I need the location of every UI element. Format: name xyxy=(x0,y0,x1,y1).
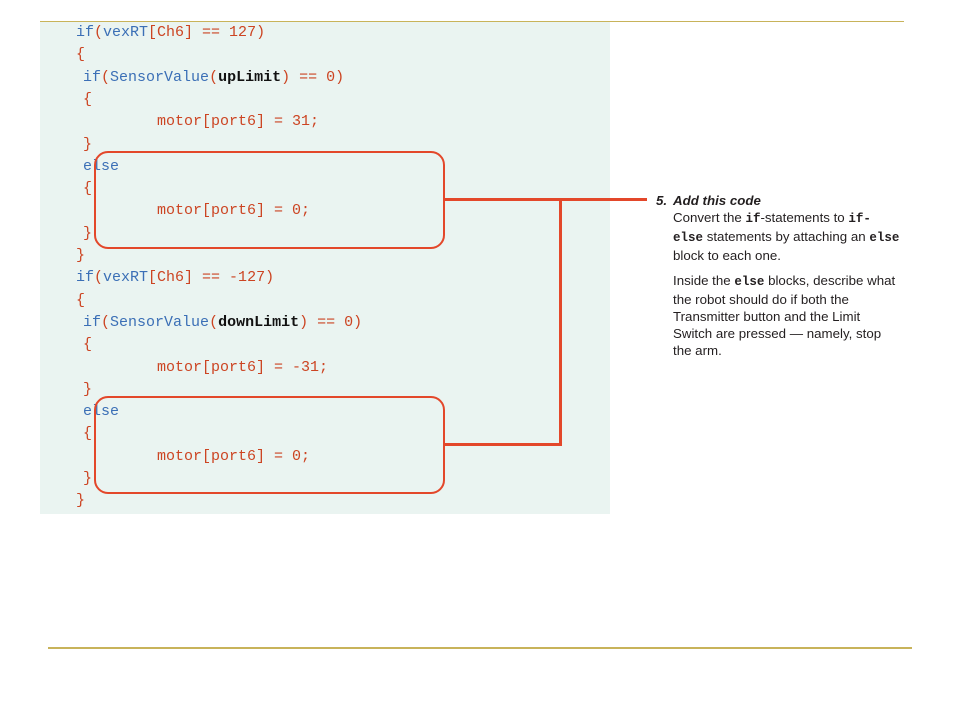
code-punct: ( xyxy=(94,24,104,41)
code-term-else: else xyxy=(734,275,765,289)
connector-line-top xyxy=(445,198,647,201)
callout-paragraph-2: Inside the else blocks, describe what th… xyxy=(673,272,900,359)
code-line: motor[port6] = -31; xyxy=(157,357,328,379)
code-line: } xyxy=(83,223,92,245)
code-brace: } xyxy=(83,224,93,242)
code-brace: } xyxy=(76,247,86,264)
text-run: blocks, describe what the robot should d… xyxy=(673,273,896,358)
code-expression: ) == 0) xyxy=(299,313,363,331)
code-statement: motor[port6] = 31; xyxy=(157,113,320,131)
code-line: if(vexRT[Ch6] == -127) xyxy=(76,267,274,289)
code-line: motor[port6] = 0; xyxy=(157,200,310,222)
code-function: SensorValue xyxy=(110,68,210,86)
code-punct: ( xyxy=(94,269,104,287)
else-block-highlight-2 xyxy=(94,396,445,494)
text-run: Convert the xyxy=(673,210,746,225)
code-brace: { xyxy=(76,291,86,309)
step-title: Add this code xyxy=(673,193,761,208)
code-line: { xyxy=(76,290,85,312)
code-term-if-else: if-else xyxy=(673,212,871,245)
code-keyword: else xyxy=(83,157,120,175)
code-line: else xyxy=(83,401,119,423)
step-number: 5. xyxy=(656,193,668,208)
bottom-rule xyxy=(48,647,912,649)
code-line: } xyxy=(83,468,92,490)
code-keyword: if xyxy=(83,313,102,331)
code-keyword: else xyxy=(83,403,120,421)
text-run: Inside the xyxy=(673,273,735,288)
connector-line-bottom xyxy=(445,443,562,446)
code-expression: [Ch6] == 127) xyxy=(148,24,266,41)
code-brace: } xyxy=(83,135,93,153)
code-line: else xyxy=(83,156,119,178)
text-run: statements by attaching an xyxy=(703,229,870,244)
code-punct: ( xyxy=(101,313,111,331)
else-block-highlight-1 xyxy=(94,151,445,249)
code-identifier: upLimit xyxy=(218,68,282,86)
code-line: motor[port6] = 0; xyxy=(157,446,310,468)
code-function: vexRT xyxy=(103,269,149,287)
code-expression: ) == 0) xyxy=(281,68,345,86)
code-brace: { xyxy=(83,180,93,198)
code-line: } xyxy=(76,490,85,512)
code-line: { xyxy=(83,178,92,200)
code-punct: ( xyxy=(209,68,219,86)
code-statement: motor[port6] = 0; xyxy=(157,447,311,465)
code-function: SensorValue xyxy=(110,313,210,331)
callout-heading: 5. Add this code xyxy=(656,192,900,209)
code-term-else: else xyxy=(869,231,900,245)
text-run: -statements to xyxy=(760,210,849,225)
callout-paragraph-1: Convert the if-statements to if-else sta… xyxy=(673,209,900,264)
code-line: } xyxy=(83,379,92,401)
code-brace: } xyxy=(76,492,86,510)
code-brace: } xyxy=(83,380,93,398)
text-run: block to each one. xyxy=(673,248,781,263)
code-function: vexRT xyxy=(103,24,149,41)
code-expression: [Ch6] == -127) xyxy=(148,269,275,287)
code-keyword: if xyxy=(83,68,102,86)
code-identifier: downLimit xyxy=(218,313,300,331)
code-brace: { xyxy=(83,336,93,354)
code-term-if: if xyxy=(745,212,761,226)
code-panel: if(vexRT[Ch6] == 127){if(SensorValue(upL… xyxy=(40,22,610,514)
code-brace: { xyxy=(83,90,93,108)
code-statement: motor[port6] = -31; xyxy=(157,358,329,376)
code-line: { xyxy=(76,44,85,66)
code-statement: motor[port6] = 0; xyxy=(157,202,311,220)
code-line: } xyxy=(76,245,85,267)
code-line: { xyxy=(83,423,92,445)
instruction-callout: 5. Add this code Convert the if-statemen… xyxy=(656,192,900,367)
code-brace: { xyxy=(76,46,86,64)
code-line: motor[port6] = 31; xyxy=(157,111,319,133)
connector-line-vertical xyxy=(559,198,562,446)
code-brace: } xyxy=(83,470,93,487)
code-line: { xyxy=(83,334,92,356)
callout-body: Convert the if-statements to if-else sta… xyxy=(673,209,900,359)
top-rule xyxy=(40,21,904,22)
code-brace: { xyxy=(83,425,93,443)
code-line: { xyxy=(83,89,92,111)
code-keyword: if xyxy=(76,269,95,287)
code-line: } xyxy=(83,134,92,156)
code-line: if(SensorValue(downLimit) == 0) xyxy=(83,312,362,334)
code-punct: ( xyxy=(209,313,219,331)
code-punct: ( xyxy=(101,68,111,86)
code-line: if(SensorValue(upLimit) == 0) xyxy=(83,67,344,89)
code-keyword: if xyxy=(76,24,95,41)
code-line: if(vexRT[Ch6] == 127) xyxy=(76,22,265,44)
